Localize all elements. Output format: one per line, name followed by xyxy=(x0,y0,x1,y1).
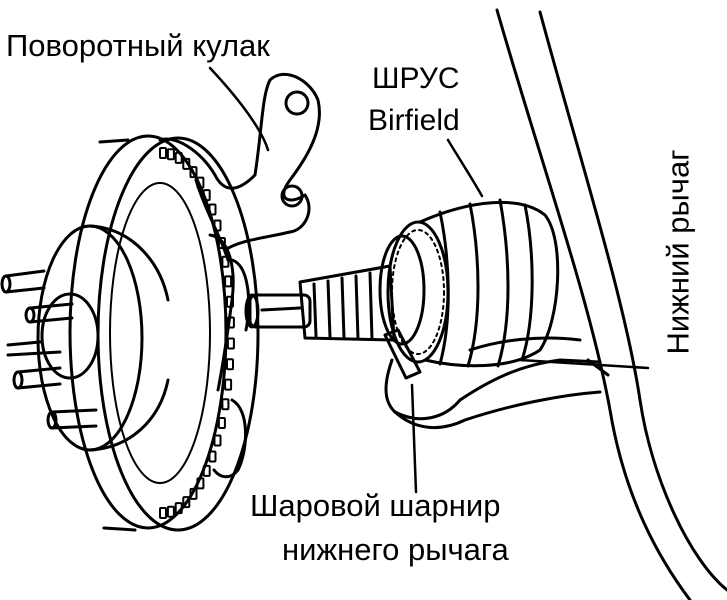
disc-slot xyxy=(202,189,211,202)
disc-slot xyxy=(208,203,217,216)
disc-slot xyxy=(174,502,183,515)
disc-slot xyxy=(159,147,167,159)
leader-line-cv-joint xyxy=(446,138,484,198)
wheel-studs xyxy=(0,269,98,430)
cv-joint xyxy=(378,198,560,368)
leader-lines xyxy=(208,66,650,494)
disc-slot xyxy=(166,148,175,161)
drive-shaft xyxy=(244,264,396,342)
disc-ventilation-slots xyxy=(159,147,235,519)
disc-slot xyxy=(166,505,175,518)
leader-line-lower-arm xyxy=(518,358,650,370)
ball-joint-label-line2: нижнего рычага xyxy=(282,532,509,567)
disc-slot xyxy=(226,358,234,371)
disc-slot xyxy=(202,464,211,477)
disc-slot xyxy=(189,487,198,500)
ball-joint xyxy=(383,328,602,430)
disc-slot xyxy=(208,450,217,463)
disc-slot xyxy=(182,496,191,509)
ball-joint-label: Шаровой шарнир xyxy=(250,488,501,523)
disc-slot xyxy=(217,417,226,429)
leader-line-knuckle xyxy=(208,66,270,152)
disc-slot xyxy=(196,477,205,490)
wheel-hub xyxy=(6,224,170,452)
cv-joint-label: ШРУС xyxy=(372,62,460,95)
steering-knuckle-label: Поворотный кулак xyxy=(6,28,270,63)
steering-knuckle xyxy=(158,73,321,479)
disc-slot xyxy=(189,166,198,179)
disc-slot xyxy=(174,151,183,164)
leader-line-ball-joint xyxy=(410,383,418,494)
disc-slot xyxy=(182,157,191,170)
disc-slot xyxy=(224,378,233,391)
disc-slot xyxy=(226,337,235,350)
disc-slot xyxy=(221,398,230,411)
disc-slot xyxy=(224,275,233,288)
lower-arm-label: Нижний рычаг xyxy=(660,149,696,355)
disc-slot xyxy=(159,507,167,519)
cv-joint-type-label: Birfield xyxy=(368,104,460,137)
disc-slot xyxy=(213,434,222,447)
